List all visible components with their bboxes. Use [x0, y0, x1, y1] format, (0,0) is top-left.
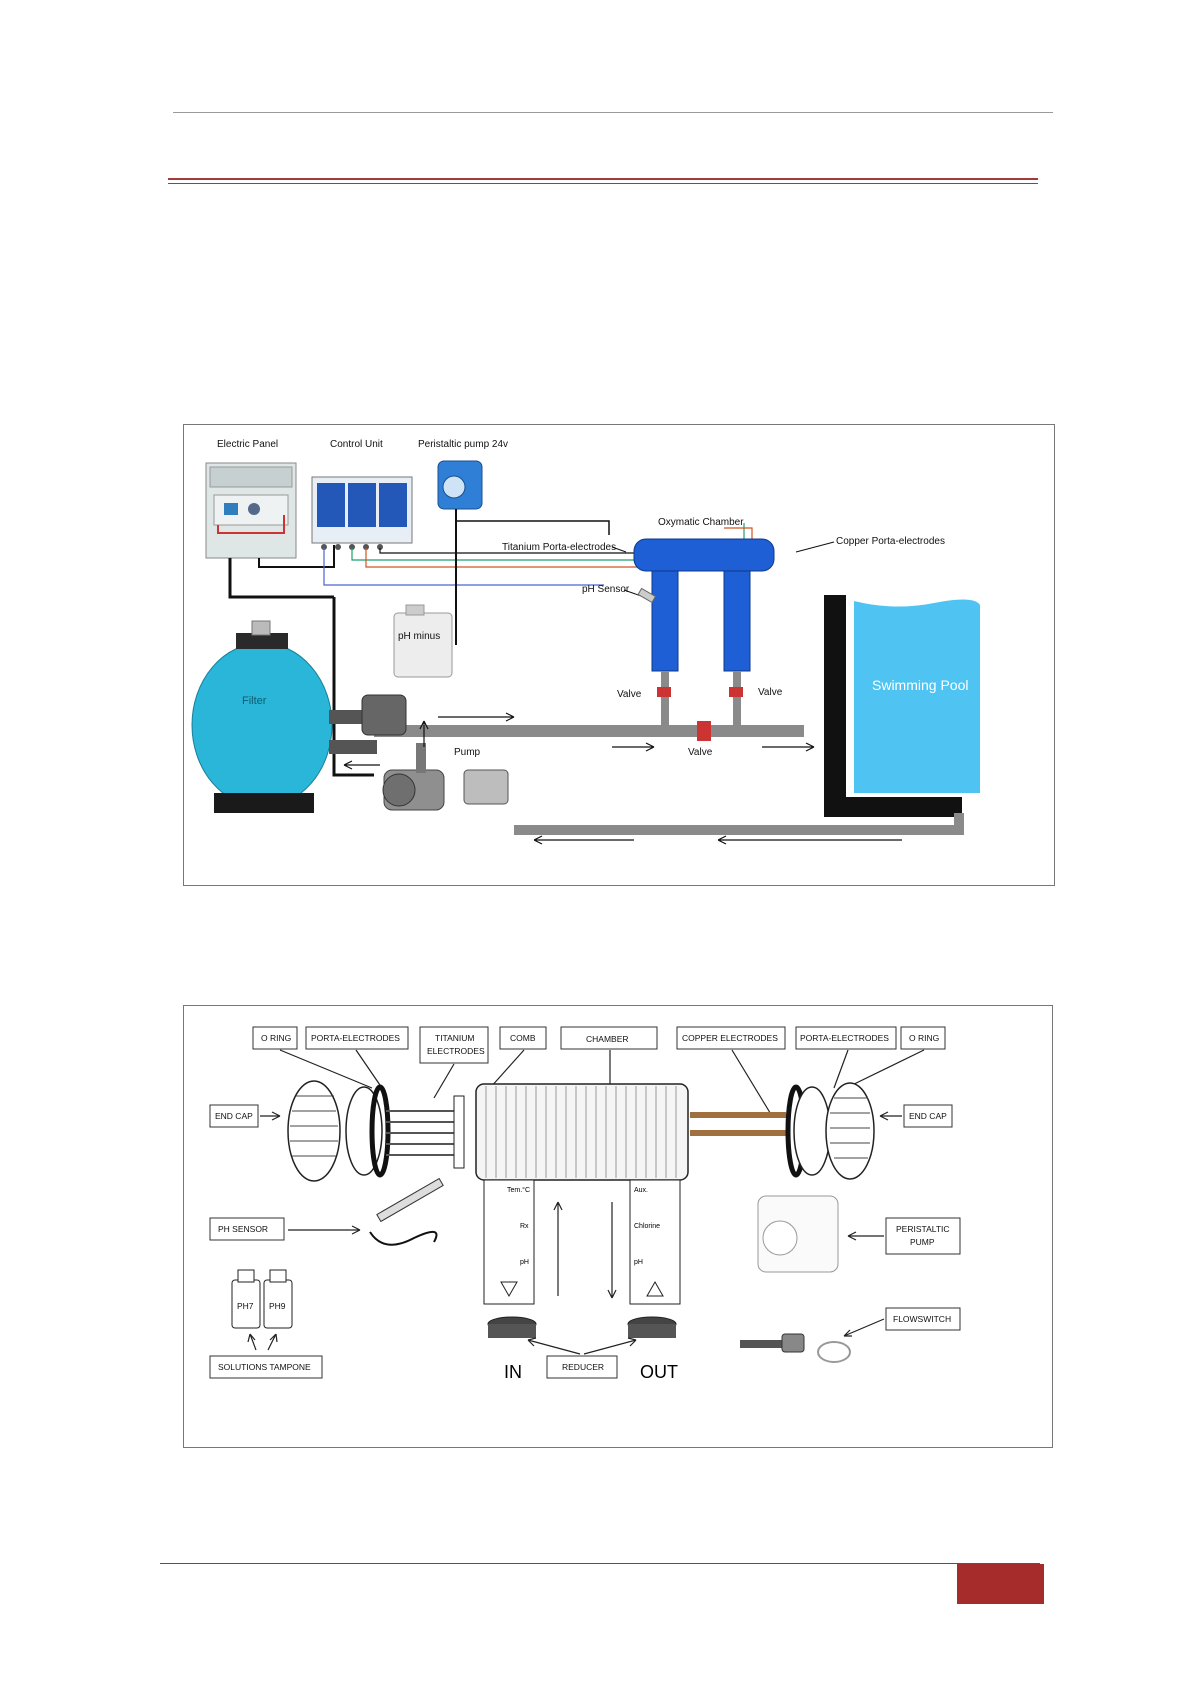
ph-sensor-cable [323, 548, 604, 586]
peristaltic-pump-label-2: PUMP [910, 1237, 935, 1247]
valve-left-label: Valve [617, 689, 642, 700]
return-pipe [514, 825, 954, 835]
copper-electrode-2 [690, 1130, 786, 1136]
ph-sensor-label: PH SENSOR [218, 1224, 268, 1234]
peristaltic-pump [437, 460, 483, 510]
valve-right-label: Valve [758, 687, 783, 698]
valve-bottom-label: Valve [688, 747, 713, 758]
copper-electrodes-label: COPPER ELECTRODES [682, 1033, 778, 1043]
peristaltic-pump-label: Peristaltic pump 24v [418, 439, 508, 450]
porta-electrodes-right-label: PORTA-ELECTRODES [800, 1033, 889, 1043]
comb [453, 1095, 465, 1169]
end-cap-right [825, 1082, 875, 1180]
ph-sensor-label: pH Sensor [582, 584, 630, 595]
o-ring-left-label: O RING [261, 1033, 291, 1043]
ph-sensor-box [209, 1217, 285, 1241]
valve-bottom [697, 721, 711, 741]
ph-minus-tank [393, 604, 453, 678]
ph-left-label: pH [520, 1259, 529, 1266]
rx-label: Rx [520, 1223, 529, 1230]
footer-rule [160, 1563, 1040, 1564]
flow-switch-label: FLOWSWITCH [893, 1314, 951, 1324]
titanium-electrodes [386, 1110, 454, 1156]
main-pipe [374, 725, 804, 737]
ph-sensor [637, 587, 657, 604]
oxymatic-chamber-label: Oxymatic Chamber [658, 517, 744, 528]
end-cap-right-label: END CAP [909, 1111, 947, 1121]
flow-switch [740, 1333, 851, 1363]
valve-left [657, 687, 671, 697]
end-cap-left [287, 1080, 341, 1182]
end-cap-left-label: END CAP [215, 1111, 253, 1121]
out-label: OUT [640, 1362, 678, 1382]
pump [361, 694, 509, 811]
peristaltic-pump-box [885, 1217, 961, 1255]
porta-electrodes-right-box [795, 1026, 897, 1050]
reducer-label: REDUCER [562, 1362, 604, 1372]
o-ring-left [369, 1084, 391, 1178]
ph-injector-label: pH [634, 1259, 643, 1266]
titanium-electrodes-label-2: ELECTRODES [427, 1046, 485, 1056]
buffer-bottles [231, 1269, 293, 1329]
control-unit-label: Control Unit [330, 439, 383, 450]
in-label: IN [504, 1362, 522, 1382]
chamber-box [560, 1026, 658, 1050]
parts-svg: O RING PORTA-ELECTRODES TITANIUM ELECTRO… [209, 1026, 961, 1382]
peristaltic-pump-drawing [757, 1195, 839, 1273]
o-ring-right-box [900, 1026, 946, 1050]
copper-electrodes-box [676, 1026, 786, 1050]
end-cap-right-box [903, 1104, 953, 1128]
power-cable [228, 558, 334, 599]
ph7-label: PH7 [237, 1301, 254, 1311]
solutions-tampone-box [209, 1355, 323, 1379]
ph-minus-label: pH minus [398, 631, 440, 642]
comb-label: COMB [510, 1033, 536, 1043]
installation-diagram: Electric Panel Control Unit Peristaltic … [183, 424, 1055, 886]
pipe-riser-left [661, 671, 669, 731]
ph-sensor-probe [369, 1177, 444, 1246]
peristaltic-pump-label-1: PERISTALTIC [896, 1224, 950, 1234]
chlorine-injector-label: Chlorine [634, 1223, 660, 1230]
solutions-tampone-label: SOLUTIONS TAMPONE [218, 1362, 311, 1372]
titanium-electrodes-box [419, 1026, 489, 1064]
control-unit [311, 476, 413, 550]
porta-electrodes-left-label: PORTA-ELECTRODES [311, 1033, 400, 1043]
ph9-label: PH9 [269, 1301, 286, 1311]
copper-electrode-1 [690, 1112, 786, 1118]
titanium-electrodes-label-1: TITANIUM [435, 1033, 475, 1043]
o-ring-right-label: O RING [909, 1033, 939, 1043]
flow-switch-box [885, 1307, 961, 1331]
copper-porta-electrodes-label: Copper Porta-electrodes [836, 536, 945, 547]
chamber [475, 1083, 689, 1305]
electric-panel [205, 462, 297, 559]
end-cap-left-box [209, 1104, 259, 1128]
page-number-block [957, 1564, 1044, 1604]
filter-tank [191, 620, 377, 813]
aux-label: Aux. [634, 1187, 648, 1194]
oxymatic-chamber [633, 538, 775, 672]
filter-label: Filter [242, 695, 267, 707]
porta-electrodes-left-box [305, 1026, 409, 1050]
parts-diagram: O RING PORTA-ELECTRODES TITANIUM ELECTRO… [183, 1005, 1053, 1448]
chamber-label: CHAMBER [586, 1034, 629, 1044]
title-rule [168, 178, 1038, 180]
electric-panel-label: Electric Panel [217, 439, 278, 450]
installation-svg: Electric Panel Control Unit Peristaltic … [191, 439, 980, 845]
porta-electrodes-right [793, 1086, 831, 1176]
swimming-pool [824, 595, 980, 817]
comb-box [499, 1026, 547, 1050]
swimming-pool-label: Swimming Pool [872, 677, 968, 693]
temp-sensor-label: Tem.°C [507, 1186, 530, 1194]
valve-right [729, 687, 743, 697]
leader-lines-top [279, 1049, 925, 1117]
reducer-box [546, 1355, 618, 1379]
header-rule [173, 112, 1053, 113]
pipe-riser-right [733, 671, 741, 731]
o-ring-left-box [252, 1026, 298, 1050]
titanium-porta-electrodes-label: Titanium Porta-electrodes [502, 542, 616, 553]
title-rule-secondary [168, 183, 1038, 184]
pump-label: Pump [454, 747, 481, 758]
